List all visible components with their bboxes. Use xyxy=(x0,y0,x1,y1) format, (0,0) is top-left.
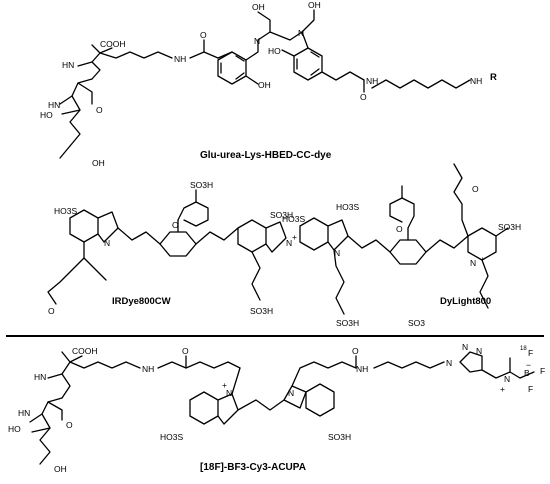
plus-label-2: + xyxy=(480,254,485,264)
cooh-label-2: HO xyxy=(40,110,53,120)
o-label-1: O xyxy=(96,105,103,115)
n-label-7: N xyxy=(226,388,232,398)
ho3s-label-1: HO3S xyxy=(54,206,77,216)
b-label: B xyxy=(524,368,530,378)
so3h-label-4: SO3H xyxy=(498,222,521,232)
panel1-caption: Glu-urea-Lys-HBED-CC-dye xyxy=(200,150,332,161)
hn-label-4: HN xyxy=(18,408,30,418)
hn-label-2: HN xyxy=(48,100,60,110)
f-label-1: F xyxy=(528,348,533,358)
o-label-4: O xyxy=(172,220,179,230)
so3h-label-5: SO3H xyxy=(336,318,359,328)
hn-label-3: HN xyxy=(34,372,46,382)
n-label-2: N xyxy=(298,28,304,38)
cooh-label-1: COOH xyxy=(100,39,126,49)
nh-label-3: NH xyxy=(470,76,482,86)
oh-label-5: OH xyxy=(54,464,67,474)
o-label-3: O xyxy=(360,92,367,102)
n-label-11: N xyxy=(476,346,482,356)
panel2-left-caption: IRDye800CW xyxy=(112,296,171,307)
cooh-label-3: COOH xyxy=(72,346,98,356)
o-label-9: O xyxy=(182,346,189,356)
panel3-caption: [18F]-BF3-Cy3-ACUPA xyxy=(200,462,306,473)
oh-label-2: OH xyxy=(258,80,271,90)
o-label-7: O xyxy=(396,224,403,234)
panel-irdye800cw: SO3H HO3S SO3H N N + O O SO3H IRDye800CW xyxy=(47,180,297,316)
nh-label-5: NH xyxy=(356,364,368,374)
ho-label-2: HO xyxy=(8,424,21,434)
n-label-5: N xyxy=(334,248,340,258)
f-label-2: F xyxy=(540,366,545,376)
plus-label-1: + xyxy=(292,232,297,242)
ho3s-label-3: HO3S xyxy=(336,202,359,212)
panel-bf3-cy3-acupa: COOH HN O HN HO OH NH O N + N HO3S SO3H … xyxy=(8,342,545,474)
n-label-1: N xyxy=(254,36,260,46)
hn-label-1: HN xyxy=(62,60,74,70)
oh-label-4: OH xyxy=(308,0,321,10)
iso-label: 18 xyxy=(520,346,527,352)
ho3s-label-4: HO3S xyxy=(160,432,183,442)
o-label-8: O xyxy=(66,420,73,430)
so3h-label-2: SO3H xyxy=(270,210,293,220)
ho-label-1: HO xyxy=(268,46,281,56)
panel-glu-urea-lys-hbed: COOH HN O HN HO OH NH O OH N OH N OH HO … xyxy=(40,0,497,168)
oh-label-1: OH xyxy=(92,158,105,168)
minus-label: − xyxy=(526,360,531,370)
n-label-9: N xyxy=(446,358,452,368)
f-label-3: F xyxy=(528,384,533,394)
r-group-label: R xyxy=(490,72,497,83)
o-label-2: O xyxy=(200,30,207,40)
plus-label-4: + xyxy=(500,384,505,394)
ho3s-label-2: HO3S xyxy=(282,214,305,224)
n-label-4: N xyxy=(286,238,292,248)
n-label-3: N xyxy=(104,238,110,248)
so3h-label-3: SO3H xyxy=(250,306,273,316)
n-label-10: N xyxy=(462,342,468,352)
o-label-10: O xyxy=(352,346,359,356)
so3h-label-1: SO3H xyxy=(190,180,213,190)
panel-dylight800: HO3S HO3S O SO3H N N + O SO3H SO3 DyLigh… xyxy=(282,163,521,328)
panel2-right-caption: DyLight800 xyxy=(440,296,491,307)
n-label-6: N xyxy=(470,258,476,268)
nh-label-4: NH xyxy=(142,364,154,374)
n-label-8: N xyxy=(288,388,294,398)
nh-label-1: NH xyxy=(174,54,186,64)
nh-label-2: NH xyxy=(366,76,378,86)
o-label-6: O xyxy=(472,184,479,194)
o-label-5: O xyxy=(48,306,55,316)
oh-label-3: OH xyxy=(252,2,265,12)
n-label-12: N xyxy=(504,374,510,384)
so3-label-1: SO3 xyxy=(408,318,425,328)
plus-label-3: + xyxy=(222,380,227,390)
so3h-label-6: SO3H xyxy=(328,432,351,442)
